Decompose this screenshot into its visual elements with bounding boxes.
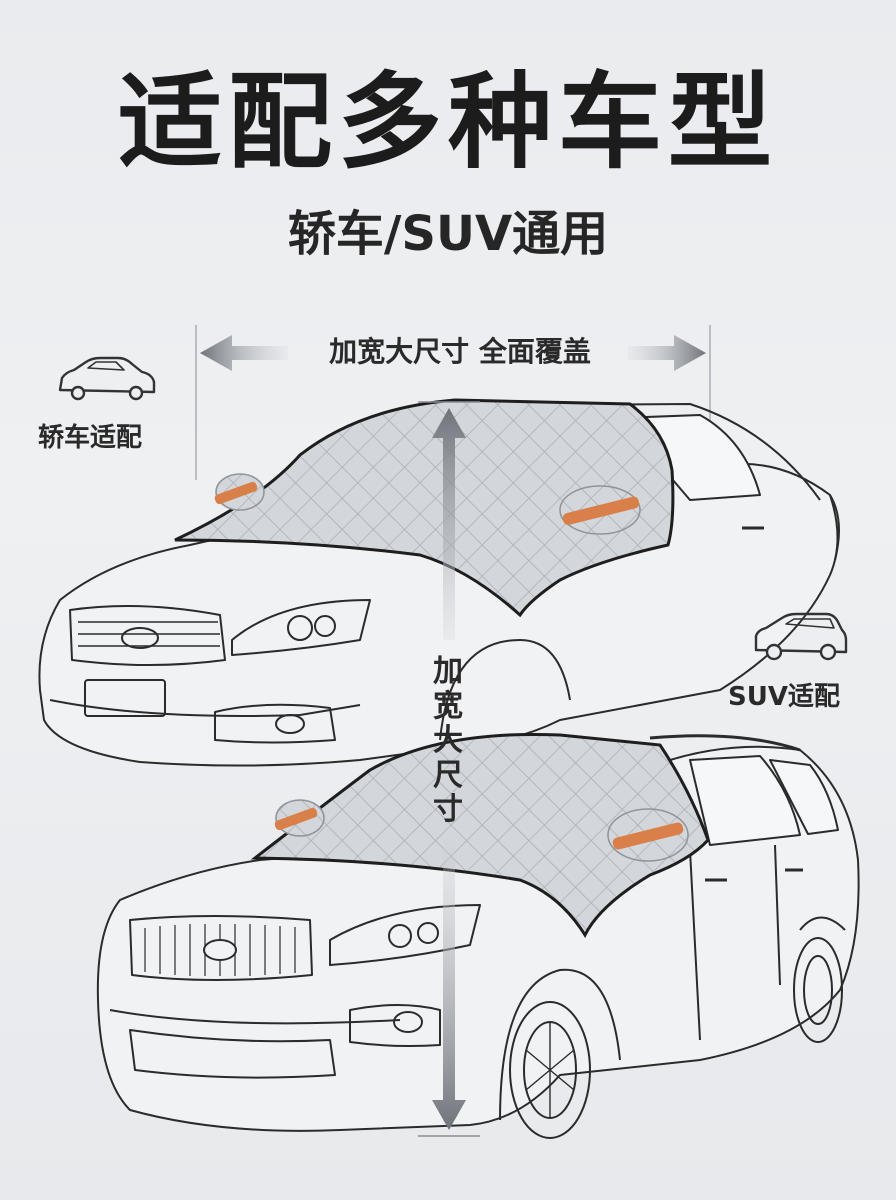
height-arrow [418, 401, 480, 1137]
vertical-label-char: 尺 [433, 757, 463, 793]
sedan-windshield-cover [174, 398, 675, 618]
vertical-label-char: 宽 [433, 688, 463, 724]
suv-car-icon [754, 612, 848, 661]
sedan-label: 轿车适配 [38, 423, 143, 453]
suv-windshield-cover [250, 732, 710, 939]
vertical-label-char: 加 [433, 654, 463, 689]
width-arrow [200, 335, 706, 371]
suv-label: SUV适配 [728, 682, 840, 712]
width-label: 加宽大尺寸 全面覆盖 [329, 335, 591, 368]
vertical-label: 加 宽 大 尺 寸 [430, 654, 466, 828]
sedan-car-icon [58, 356, 156, 401]
vertical-label-char: 大 [433, 723, 463, 758]
vertical-label-char: 寸 [433, 792, 463, 827]
page-title: 适配多种车型 [117, 61, 778, 183]
page-subtitle: 轿车/SUV通用 [287, 206, 609, 262]
